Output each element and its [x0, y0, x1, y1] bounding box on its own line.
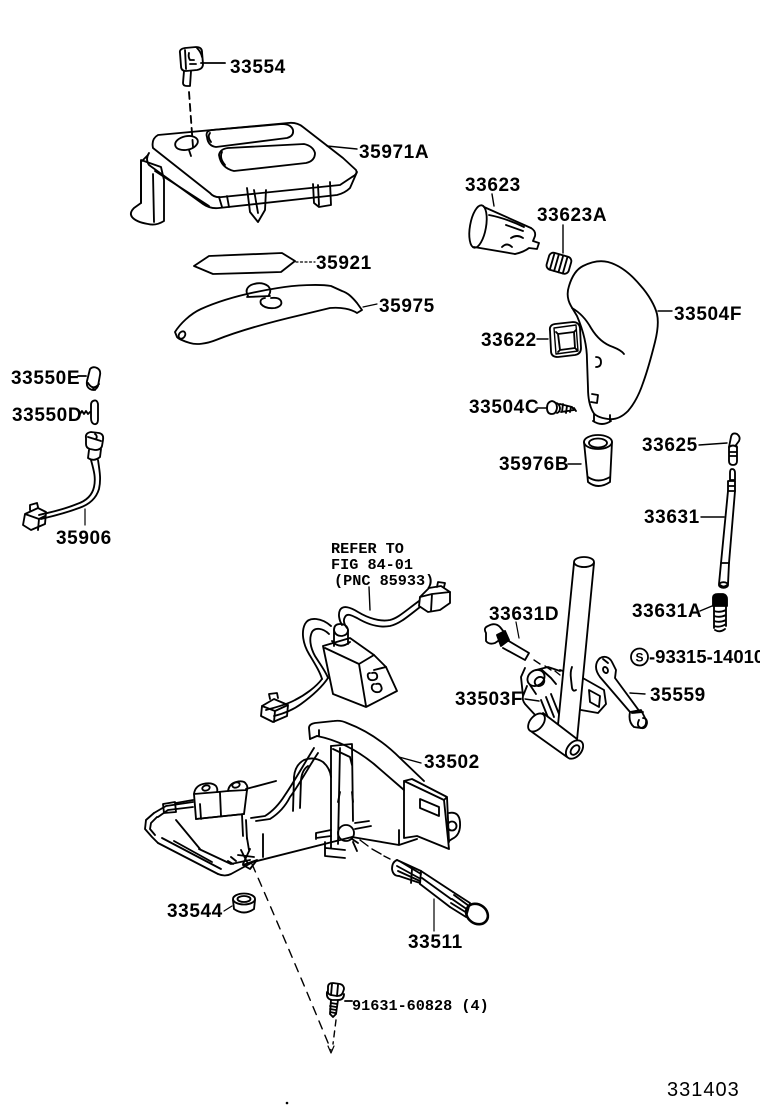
svg-text:S: S [635, 651, 643, 665]
svg-text:33502: 33502 [424, 752, 480, 773]
svg-text:33623: 33623 [465, 175, 521, 196]
svg-text:33622: 33622 [481, 330, 537, 351]
svg-text:33631A: 33631A [632, 601, 702, 622]
svg-text:35921: 35921 [316, 253, 372, 274]
svg-text:(PNC 85933): (PNC 85933) [334, 572, 434, 590]
svg-text:33504F: 33504F [674, 304, 742, 325]
svg-text:33625: 33625 [642, 435, 698, 456]
svg-text:FIG 84-01: FIG 84-01 [331, 556, 413, 574]
svg-text:33623A: 33623A [537, 205, 607, 226]
svg-text:33503F: 33503F [455, 689, 523, 710]
svg-text:35906: 35906 [56, 528, 112, 549]
svg-text:35975: 35975 [379, 296, 435, 317]
svg-text:33511: 33511 [408, 932, 463, 953]
svg-text:33544: 33544 [167, 901, 223, 922]
svg-text:33550E: 33550E [11, 368, 80, 389]
svg-text:-93315-14010: -93315-14010 [649, 646, 760, 667]
svg-text:91631-60828 (4): 91631-60828 (4) [352, 997, 489, 1015]
svg-text:35559: 35559 [650, 685, 706, 706]
svg-text:33504C: 33504C [469, 397, 539, 418]
svg-text:331403: 331403 [667, 1079, 740, 1101]
svg-text:33631D: 33631D [489, 604, 559, 625]
svg-text:REFER TO: REFER TO [331, 540, 404, 558]
svg-text:35976B: 35976B [499, 454, 569, 475]
svg-text:33554: 33554 [230, 57, 286, 78]
svg-text:33550D: 33550D [12, 405, 82, 426]
svg-text:35971A: 35971A [359, 142, 429, 163]
svg-text:33631: 33631 [644, 507, 700, 528]
